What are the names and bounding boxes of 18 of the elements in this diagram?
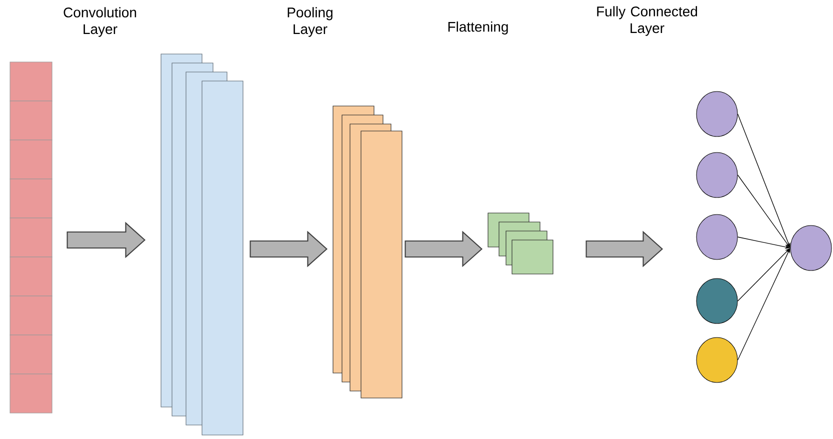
feature-map-stack: [160, 54, 244, 436]
layer-heading: Pooling Layer: [288, 7, 332, 37]
layer-heading: Flattening: [448, 21, 508, 35]
layer-heading: Convolution Layer: [64, 7, 136, 37]
output-neuron: [790, 225, 832, 271]
neuron-circle: [696, 91, 738, 137]
block-arrow: [66, 222, 146, 258]
neuron-circle: [696, 278, 738, 324]
flattened-map-stack: [488, 212, 554, 274]
block-arrow: [404, 230, 483, 268]
neuron-circle: [696, 214, 738, 260]
block-arrow: [586, 230, 664, 268]
block-arrow: [250, 230, 328, 268]
pooled-map-stack: [332, 106, 402, 398]
neuron-circle: [696, 152, 738, 198]
neuron-circle: [696, 337, 738, 383]
layer-heading: Fully Connected Layer: [597, 6, 698, 36]
input-column: [10, 62, 52, 414]
